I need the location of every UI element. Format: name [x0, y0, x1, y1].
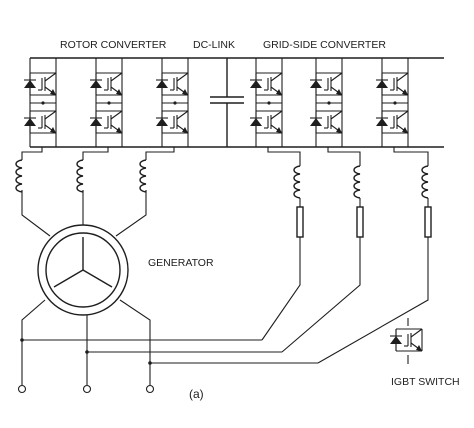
grid-igbt-lower-3 — [376, 110, 409, 134]
terminal-b — [82, 384, 92, 394]
dc-link-capacitor — [210, 58, 244, 147]
rotor-converter-leg-2 — [90, 58, 123, 147]
grid-igbt-lower-2 — [310, 110, 343, 134]
rotor-igbt-lower-2 — [90, 110, 123, 134]
terminal-c — [145, 384, 155, 394]
grid-resistor-1 — [296, 206, 304, 238]
terminal-a — [17, 384, 27, 394]
rotor-inductor-coil-1 — [15, 159, 23, 193]
legend-igbt-cell — [390, 328, 423, 352]
grid-inductor-coil-3 — [421, 165, 429, 199]
grid-filter-1 — [267, 147, 304, 240]
rotor-inductor-3 — [139, 147, 175, 193]
rotor-igbt-upper-2 — [90, 72, 123, 96]
grid-converter-leg-3 — [376, 58, 409, 147]
grid-igbt-upper-2 — [310, 72, 343, 96]
dc-bus — [30, 57, 444, 148]
grid-resistor-2 — [356, 206, 364, 238]
caption-label: (a) — [189, 387, 204, 401]
rotor-converter-leg-3 — [156, 58, 189, 147]
rotor-converter-label: ROTOR CONVERTER — [60, 39, 167, 51]
grid-converter-leg-1 — [250, 58, 283, 147]
rotor-inductor-1 — [15, 147, 43, 193]
generator-symbol — [17, 190, 429, 394]
grid-inductor-coil-2 — [353, 165, 361, 199]
igbt-switch-label: IGBT SWITCH — [391, 376, 460, 388]
rotor-igbt-upper-3 — [156, 72, 189, 96]
grid-igbt-upper-1 — [250, 72, 283, 96]
dc-link-label: DC-LINK — [193, 39, 235, 51]
igbt-switch-legend — [390, 318, 423, 364]
rotor-inductors — [15, 147, 175, 193]
grid-igbt-lower-1 — [250, 110, 283, 134]
grid-filter-3 — [393, 147, 432, 240]
rotor-inductor-coil-2 — [76, 159, 84, 193]
rotor-inductor-2 — [76, 147, 109, 193]
grid-igbt-upper-3 — [376, 72, 409, 96]
rotor-igbt-lower-3 — [156, 110, 189, 134]
grid-resistor-3 — [424, 206, 432, 238]
grid-inductor-coil-1 — [293, 165, 301, 199]
grid-converter-leg-2 — [310, 58, 343, 147]
grid-side-converter-label: GRID-SIDE CONVERTER — [263, 39, 386, 51]
rotor-igbt-lower-1 — [24, 110, 57, 134]
grid-filters — [267, 147, 432, 240]
rotor-inductor-coil-3 — [139, 159, 147, 193]
rotor-igbt-upper-1 — [24, 72, 57, 96]
grid-filter-2 — [327, 147, 364, 240]
converter-legs — [24, 58, 409, 147]
generator-label: GENERATOR — [148, 257, 214, 269]
rotor-converter-leg-1 — [24, 58, 57, 147]
